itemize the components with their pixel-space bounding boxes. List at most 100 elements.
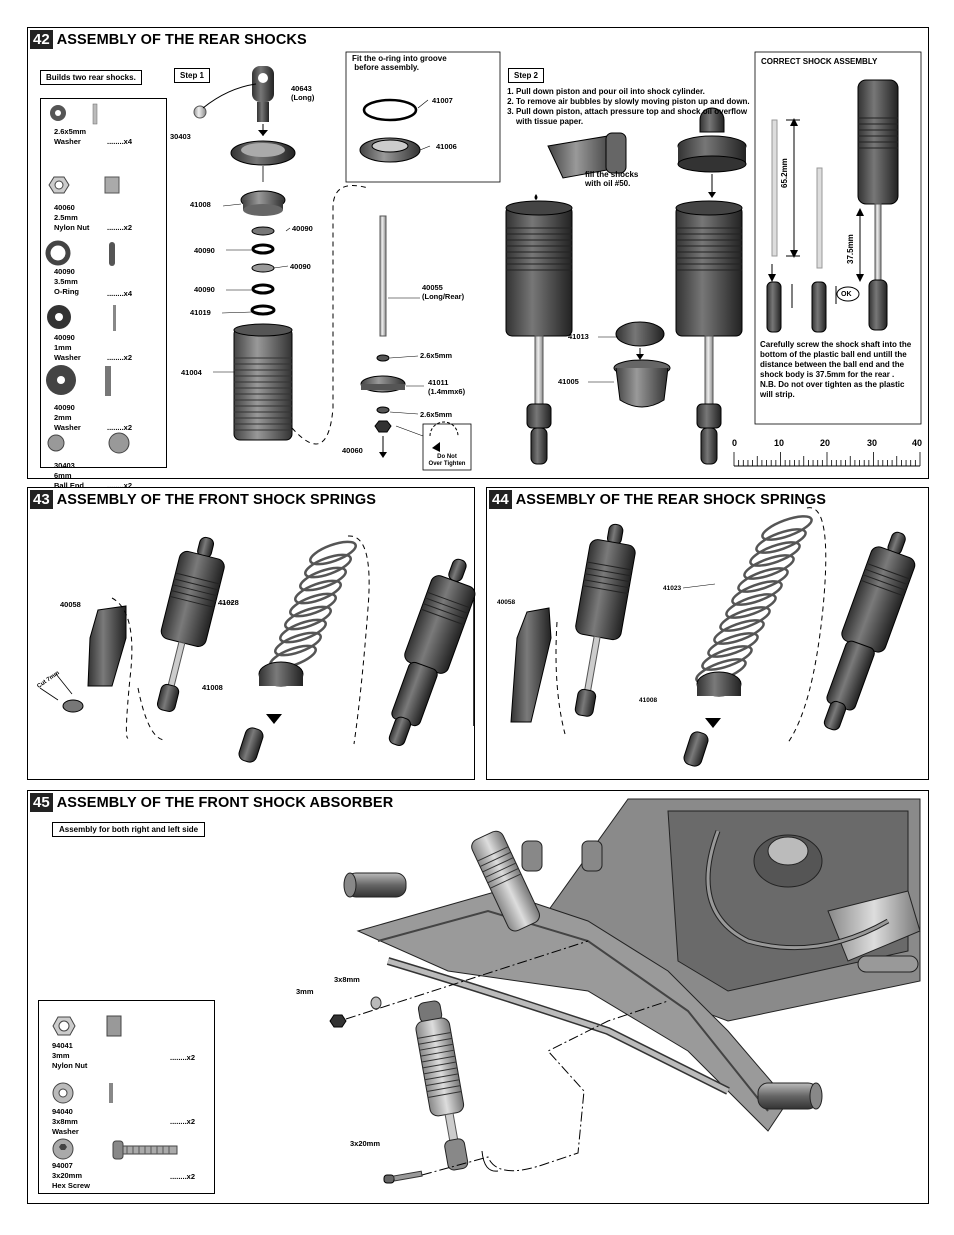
- label-40060: 40060: [342, 446, 363, 455]
- shock-cylinder-open-icon: [505, 200, 573, 465]
- hex-screw-icon: [52, 1138, 178, 1160]
- shock-body-icon: [574, 523, 636, 717]
- shock-cylinder-assembled-icon: [675, 200, 743, 465]
- mounted-shock-icon: [471, 830, 540, 932]
- rod-end-icon: [238, 727, 264, 763]
- correct-note: Carefully screw the shock shaft into the…: [760, 340, 912, 399]
- label-30403: 30403: [170, 132, 191, 141]
- ok-mark: OK: [841, 291, 852, 298]
- spring-coil: [279, 618, 327, 644]
- part-2-code: 94040 3x8mm: [52, 1107, 78, 1126]
- label-41007: 41007: [432, 96, 453, 105]
- o-ring-icon: [362, 98, 418, 122]
- step1-tag: Step 1: [174, 68, 211, 83]
- ruler-0: 0: [732, 438, 738, 448]
- part-5-name: Washer: [54, 423, 81, 432]
- part-3-qty: ........x2: [170, 1172, 196, 1181]
- spring-coil: [309, 540, 357, 566]
- label-41011: 41011 (1.4mmx6): [428, 378, 466, 396]
- label-41028: 41028: [218, 598, 239, 607]
- part-2-code: 40060 2.5mm: [54, 203, 78, 222]
- cap-cup-icon: [613, 359, 671, 408]
- spring-coil: [289, 592, 337, 618]
- instruction-2: To remove air bubbles by slowly moving p…: [516, 97, 761, 107]
- section-number: 43: [30, 490, 53, 509]
- part-3-code: 94007 3x20mm: [52, 1161, 83, 1180]
- part-3-code: 40090 3.5mm: [54, 267, 78, 286]
- ruler-30: 30: [867, 438, 878, 448]
- label-40055: 40055 (Long/Rear): [422, 283, 465, 301]
- part-6-code: 30403 6mm: [54, 461, 75, 480]
- label-washer-2: 2.6x5mm: [420, 410, 453, 419]
- part-6-qty: ........x2: [107, 481, 133, 490]
- instruction-3: Pull down piston, attach pressure top an…: [516, 107, 761, 127]
- spring-coil: [719, 606, 771, 632]
- nylon-nut-icon: [48, 176, 120, 194]
- washer-icon: [50, 103, 98, 125]
- hub-right-icon: [757, 1082, 823, 1110]
- builds-note: Builds two rear shocks.: [40, 70, 142, 85]
- washer-icon: [370, 996, 382, 1010]
- spring-coil: [713, 619, 765, 645]
- washer-1mm-icon: [47, 305, 116, 331]
- section-43-panel: 43 ASSEMBLY OF THE FRONT SHOCK SPRINGS: [27, 487, 476, 780]
- nylon-nut-icon: [329, 1014, 347, 1028]
- step2-tag: Step 2: [508, 68, 545, 83]
- ball-end-icon: [193, 105, 207, 119]
- spring-coil: [294, 579, 342, 605]
- nylon-nut-icon: [52, 1015, 122, 1037]
- label-3x8mm: 3x8mm: [334, 975, 360, 984]
- part-1-name: Nylon Nut: [52, 1061, 88, 1070]
- section-42-header: 42 ASSEMBLY OF THE REAR SHOCKS: [30, 30, 307, 49]
- cap-icon: [359, 137, 421, 163]
- parts-list-box: 2.6x5mm Washer ........x4 40060 2.5mm Ny…: [40, 98, 167, 490]
- label-41004: 41004: [181, 368, 202, 377]
- hub-left-icon: [343, 872, 407, 898]
- label-40090-b: 40090: [194, 246, 215, 255]
- spring-coil: [761, 515, 813, 541]
- part-3-name: Hex Screw: [52, 1181, 90, 1190]
- do-not-overtighten-box: [422, 423, 472, 471]
- part-4-name: Washer: [54, 353, 81, 362]
- front-shock-absorber-icon: [415, 1000, 469, 1171]
- dim-65: 65.2mm: [780, 158, 789, 188]
- part-3-name: O-Ring: [54, 287, 79, 296]
- section-43-header: 43 ASSEMBLY OF THE FRONT SHOCK SPRINGS: [30, 490, 376, 509]
- section-title: ASSEMBLY OF THE FRONT SHOCK ABSORBER: [56, 794, 394, 811]
- part-2-qty: ........x2: [107, 223, 133, 232]
- oring-note: Fit the o-ring into groove before assemb…: [352, 54, 447, 72]
- spring-coil: [725, 593, 777, 619]
- assembled-shock-icon: [388, 558, 476, 746]
- section-title: ASSEMBLY OF THE FRONT SHOCK SPRINGS: [56, 491, 377, 508]
- shock-body-icon: [233, 323, 293, 441]
- parts-list-icons: [52, 1015, 178, 1160]
- section-number: 42: [30, 30, 53, 49]
- suspension-arm-icon: [356, 890, 789, 1132]
- part-5-code: 40090 2mm: [54, 403, 75, 422]
- part-4-code: 40090 1mm: [54, 333, 75, 352]
- spring-coil: [707, 632, 759, 658]
- ruler-40: 40: [912, 438, 923, 448]
- label-40090-c: 40090: [290, 262, 311, 271]
- oil-bottle-icon: [547, 132, 627, 179]
- lower-collar-icon: [240, 190, 286, 216]
- section-44-panel: 44 ASSEMBLY OF THE REAR SHOCK SPRINGS: [486, 487, 929, 780]
- label-washer-1: 2.6x5mm: [420, 351, 453, 360]
- spring-icon: [269, 540, 357, 670]
- instruction-1: Pull down piston and pour oil into shock…: [516, 87, 761, 97]
- spring-coil: [304, 553, 352, 579]
- section-45-panel: 45 ASSEMBLY OF THE FRONT SHOCK ABSORBER …: [27, 790, 929, 1204]
- label-40643: 40643 (Long): [291, 84, 315, 102]
- part-1-code: 94041 3mm: [52, 1041, 73, 1060]
- dim-37: 37.5mm: [846, 234, 855, 264]
- spring-collar-icon: [696, 671, 742, 697]
- section-42-panel: 42 ASSEMBLY OF THE REAR SHOCKS Builds tw…: [27, 27, 929, 490]
- label-41006: 41006: [436, 142, 457, 151]
- hex-screw-icon: [383, 1170, 423, 1184]
- oring-note-box: [345, 51, 501, 183]
- section-44-diagram: [510, 507, 916, 767]
- label-3mm: 3mm: [296, 987, 314, 996]
- spring-coil: [755, 528, 807, 554]
- spring-coil: [701, 645, 753, 671]
- label-40090-a: 40090: [292, 224, 313, 233]
